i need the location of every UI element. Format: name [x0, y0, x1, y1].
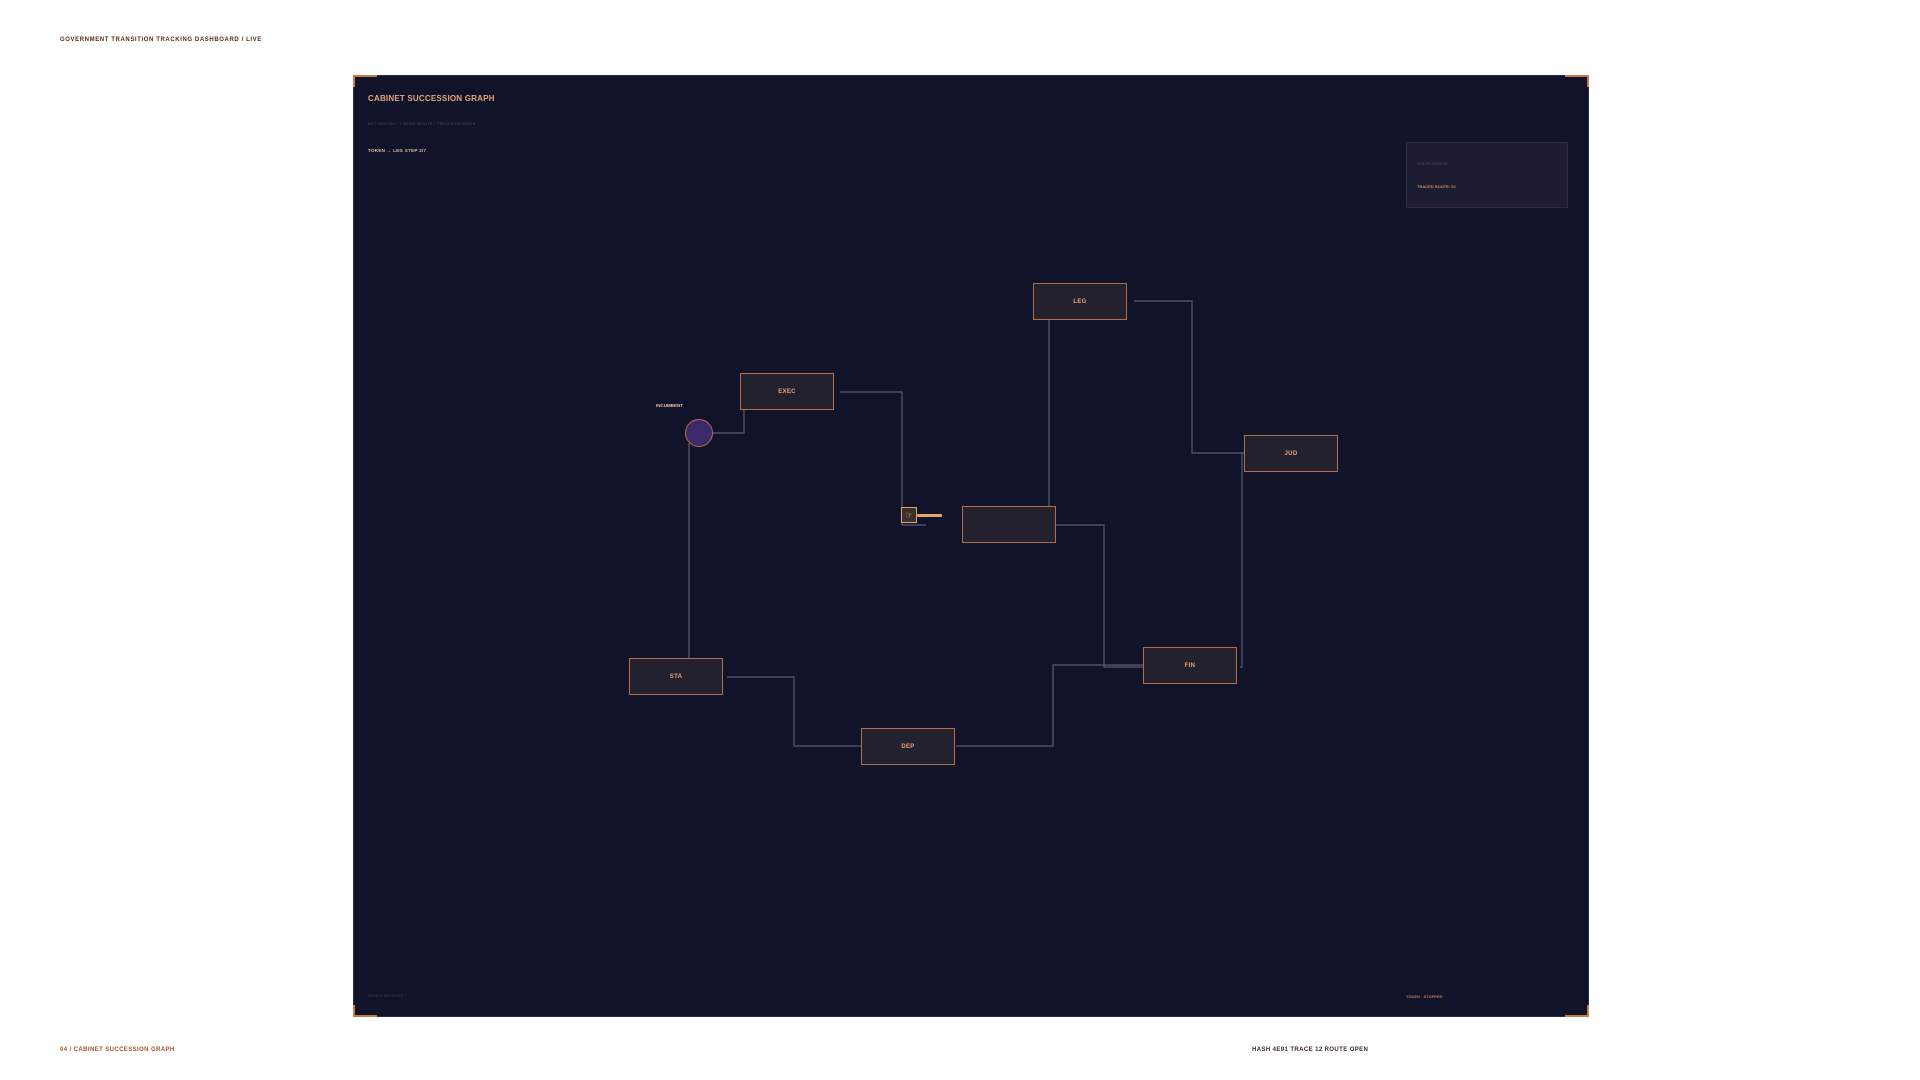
graph-edges — [688, 300, 1247, 747]
graph-subtitle: DFT-GOV-R4 / 7 NODE ROUTE / TRANSFER MOD… — [368, 121, 476, 126]
route-status-box: ROUTE STATUS TRACED ROUTE: 02 — [1406, 142, 1568, 208]
node-hub[interactable] — [962, 506, 1056, 543]
token-trail — [917, 513, 942, 517]
route-status-label: ROUTE STATUS — [1417, 161, 1448, 166]
token-status: TOKEN → LEG STEP 2/7 — [368, 148, 427, 153]
traced-route-value: TRACED ROUTE: 02 — [1417, 184, 1456, 189]
edge-sta-dep — [727, 676, 863, 747]
edge-hub-fin — [1019, 524, 1147, 668]
edge-leg-jud — [1134, 300, 1247, 454]
dashboard-title: GOVERNMENT TRANSITION TRACKING DASHBOARD… — [60, 37, 262, 43]
node-exec[interactable]: EXEC — [740, 373, 834, 410]
node-jud[interactable]: JUD — [1244, 435, 1338, 472]
edge-exec-hub — [840, 391, 926, 526]
corner-mark — [1565, 75, 1589, 87]
panel-footer-right: TOKEN · STOPPED — [1406, 994, 1443, 999]
incumbent-node[interactable] — [685, 419, 713, 447]
corner-mark — [353, 1005, 377, 1017]
page-footer-right: HASH 4E91 TRACE 12 ROUTE OPEN — [1252, 1047, 1369, 1053]
incumbent-label: INCUMBENT — [656, 403, 683, 408]
node-dep[interactable]: DEP — [861, 728, 955, 765]
graph-title: CABINET SUCCESSION GRAPH — [368, 94, 495, 103]
corner-mark — [1565, 1005, 1589, 1017]
node-sta[interactable]: STA — [629, 658, 723, 695]
page-footer-left: 04 / CABINET SUCCESSION GRAPH — [60, 1047, 175, 1053]
corner-mark — [353, 75, 377, 87]
hand-pointer-icon[interactable]: ☞ — [901, 507, 917, 523]
edge-jud-fin — [1240, 452, 1247, 668]
panel-footer-left: ESCALATION ROUTE — [368, 994, 404, 998]
edge-dep-fin — [956, 664, 1147, 747]
node-leg[interactable]: LEG — [1033, 283, 1127, 320]
node-fin[interactable]: FIN — [1143, 647, 1237, 684]
succession-graph-panel: CABINET SUCCESSION GRAPH DFT-GOV-R4 / 7 … — [353, 75, 1589, 1017]
